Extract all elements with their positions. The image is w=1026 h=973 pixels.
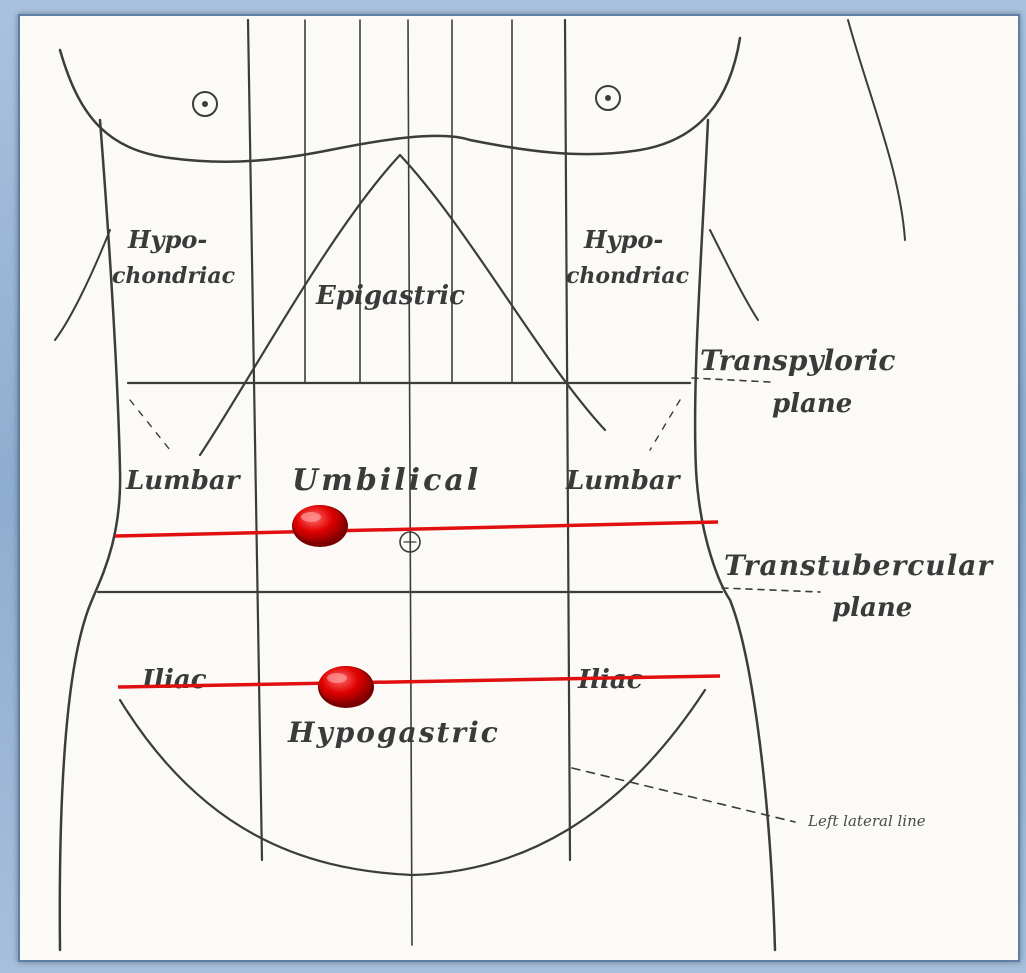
- region-labels: Hypo- chondriac Hypo- chondriac Epigastr…: [112, 225, 690, 749]
- dashed-leader-lines: [130, 378, 820, 822]
- label-transtubercular: Transtubercular: [724, 549, 994, 582]
- plane-labels: Transpyloric plane Transtubercular plane…: [700, 344, 994, 830]
- label-transpyloric-plane: plane: [772, 389, 852, 419]
- label-hypochondriac-right-1: Hypo-: [127, 225, 207, 254]
- label-lumbar-left: Lumbar: [565, 466, 682, 496]
- label-iliac-right: Iliac: [141, 665, 207, 695]
- label-left-lateral-line: Left lateral line: [807, 812, 926, 830]
- label-hypochondriac-left-2: chondriac: [566, 263, 690, 289]
- label-hypochondriac-left-1: Hypo-: [583, 225, 663, 254]
- upper-marker-dot: [292, 505, 348, 547]
- label-transpyloric: Transpyloric: [700, 344, 895, 377]
- lower-marker-dot: [318, 666, 374, 708]
- label-hypochondriac-right-2: chondriac: [112, 263, 236, 289]
- label-epigastric: Epigastric: [315, 281, 465, 311]
- label-umbilical: Umbilical: [292, 463, 481, 498]
- nipple-markers: [193, 86, 620, 116]
- label-transtubercular-plane: plane: [832, 593, 912, 623]
- label-hypogastric: Hypogastric: [287, 716, 500, 749]
- label-lumbar-right: Lumbar: [125, 466, 242, 496]
